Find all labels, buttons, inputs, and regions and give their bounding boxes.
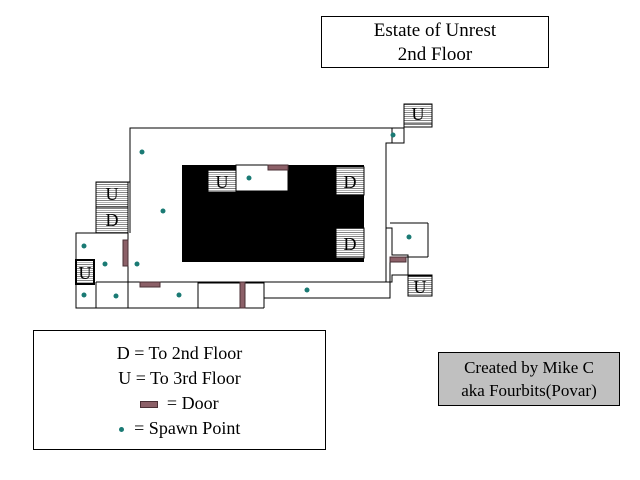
- door: [389, 256, 407, 263]
- stair-label-up: U: [79, 263, 92, 283]
- legend-door: = Door: [34, 391, 325, 416]
- door-swatch-icon: [140, 401, 159, 409]
- credit-line-1: Created by Mike C: [464, 358, 594, 377]
- door: [239, 281, 246, 309]
- legend-spawn-text: = Spawn Point: [134, 418, 241, 438]
- stair-down-center-bottom: [335, 227, 365, 259]
- legend-down: D = To 2nd Floor: [34, 341, 325, 366]
- stair-label-up: U: [106, 184, 119, 204]
- spawn-point: [176, 292, 182, 298]
- spawn-point: [246, 175, 252, 181]
- spawn-point: [304, 287, 310, 293]
- stair-label-up: U: [412, 104, 425, 124]
- credit-box: Created by Mike C aka Fourbits(Povar): [438, 352, 620, 406]
- legend-up-text: U = To 3rd Floor: [118, 368, 241, 388]
- stair-label-down: D: [344, 172, 357, 192]
- stair-up-bottom-right: [407, 275, 433, 297]
- spawn-point: [134, 261, 140, 267]
- stair-up-top-right: [403, 103, 433, 125]
- stair-label-up: U: [216, 172, 229, 192]
- spawn-point: [139, 149, 145, 155]
- stair-label-up: U: [414, 277, 427, 297]
- door: [122, 239, 129, 267]
- map-title-box: Estate of Unrest 2nd Floor: [321, 16, 549, 68]
- spawn-swatch-icon: [118, 427, 124, 433]
- door: [139, 281, 161, 288]
- legend-door-text: = Door: [166, 393, 219, 413]
- map-title: Estate of Unrest: [373, 20, 497, 41]
- legend-down-text: D = To 2nd Floor: [116, 343, 243, 363]
- legend-spawn: = Spawn Point: [34, 416, 325, 441]
- stair-down-left: [95, 206, 129, 234]
- stair-label-down: D: [344, 234, 357, 254]
- spawn-point: [406, 234, 412, 240]
- spawn-point: [160, 208, 166, 214]
- stair-down-center-top: [335, 166, 365, 196]
- spawn-point: [81, 243, 87, 249]
- spawn-point: [102, 261, 108, 267]
- legend-up: U = To 3rd Floor: [34, 366, 325, 391]
- stair-up-center: [207, 169, 237, 193]
- spawn-point: [81, 292, 87, 298]
- stair-up-left: [95, 181, 129, 208]
- door: [267, 164, 289, 171]
- spawn-point: [113, 293, 119, 299]
- map-subtitle: 2nd Floor: [397, 44, 473, 65]
- stair-label-down: D: [106, 210, 119, 230]
- legend-box: D = To 2nd Floor U = To 3rd Floor = Door…: [33, 330, 326, 450]
- spawn-point: [390, 132, 396, 138]
- stair-up-bottom-left: [75, 259, 95, 285]
- credit-line-2: aka Fourbits(Povar): [461, 381, 597, 400]
